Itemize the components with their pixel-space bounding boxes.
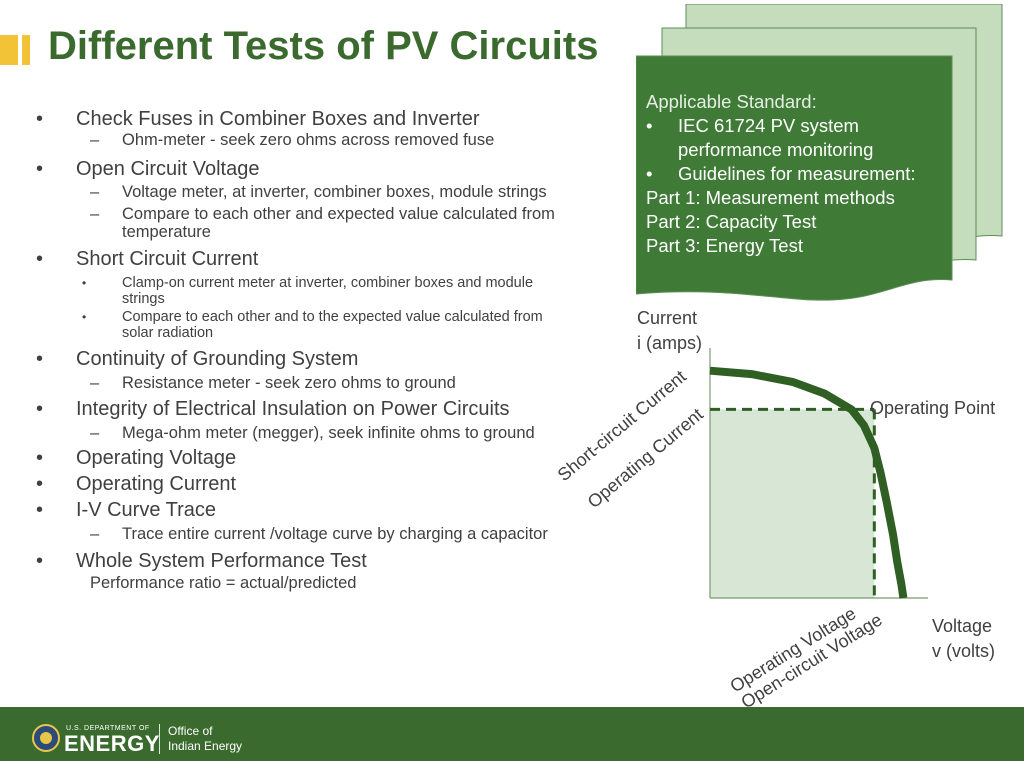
title-accent-bar-small: [22, 35, 30, 65]
sub-bullet-text: Resistance meter - seek zero ohms to gro…: [122, 374, 456, 392]
sub-bullet-item: –Compare to each other and expected valu…: [90, 205, 555, 241]
bullet-text: Short Circuit Current: [76, 248, 259, 270]
callout-item-text: Guidelines for measurement:: [678, 163, 916, 184]
x-axis-label-line2: v (volts): [932, 641, 995, 661]
bullet-item: •Short Circuit Current: [36, 248, 259, 270]
bullet-item: •I-V Curve Trace: [36, 499, 217, 521]
sub-bullet-item: •Clamp-on current meter at inverter, com…: [82, 275, 534, 307]
title-accent-bar: [0, 35, 18, 65]
sub-bullet-item: –Ohm-meter - seek zero ohms across remov…: [90, 131, 495, 149]
bullet-item: •Check Fuses in Combiner Boxes and Inver…: [36, 108, 480, 130]
bullet-item: •Continuity of Grounding System: [36, 348, 359, 370]
sub-bullet-item: –Resistance meter - seek zero ohms to gr…: [90, 374, 456, 392]
office-name-line2: Indian Energy: [168, 739, 243, 753]
footer-divider: [159, 724, 160, 754]
bullet-text: Operating Voltage: [76, 447, 237, 469]
sub-bullet-text: Compare to each other and to the expecte…: [122, 309, 543, 341]
callout-page-front: [636, 55, 953, 301]
bullet-item: •Open Circuit Voltage: [36, 158, 260, 180]
callout-part: Part 2: Capacity Test: [646, 211, 817, 232]
bullet-item: •Operating Voltage: [36, 447, 237, 469]
iv-curve-chart: Current i (amps) Voltage v (volts) Opera…: [554, 308, 995, 710]
bullet-note: Performance ratio = actual/predicted: [90, 574, 357, 592]
office-name-line1: Office of: [168, 724, 213, 738]
standards-callout-graphic: [636, 4, 1003, 301]
y-axis-label-line1: Current: [637, 308, 697, 328]
operating-current-label: Operating Current: [584, 404, 707, 512]
callout-part: Part 1: Measurement methods: [646, 187, 895, 208]
doe-seal-center-icon: [40, 732, 52, 744]
operating-power-area: [710, 409, 875, 598]
bullet-text: Continuity of Grounding System: [76, 348, 359, 370]
sub-bullet-item: –Mega-ohm meter (megger), seek infinite …: [90, 424, 535, 442]
bullet-text: Check Fuses in Combiner Boxes and Invert…: [76, 108, 480, 130]
sub-bullet-text: Ohm-meter - seek zero ohms across remove…: [122, 131, 495, 149]
callout-item: •IEC 61724 PV system performance monitor…: [646, 115, 874, 160]
slide-title: Different Tests of PV Circuits: [48, 24, 599, 68]
footer-bar: [0, 707, 1024, 761]
bullet-text: Whole System Performance Test: [76, 550, 367, 572]
x-axis-label-line1: Voltage: [932, 616, 992, 636]
bullet-item: •Whole System Performance Test: [36, 550, 367, 572]
callout-text: Applicable Standard: •IEC 61724 PV syste…: [646, 90, 946, 258]
callout-heading: Applicable Standard:: [646, 91, 817, 112]
bullet-text: I-V Curve Trace: [76, 499, 217, 521]
bullet-text: Integrity of Electrical Insulation on Po…: [76, 398, 510, 420]
sub-bullet-item: •Compare to each other and to the expect…: [82, 309, 543, 341]
sub-bullet-text: Clamp-on current meter at inverter, comb…: [122, 275, 534, 307]
callout-item: •Guidelines for measurement:: [646, 163, 916, 184]
sub-bullet-text: Voltage meter, at inverter, combiner box…: [122, 183, 547, 201]
callout-item-text: IEC 61724 PV system performance monitori…: [678, 115, 874, 160]
bullet-item: •Integrity of Electrical Insulation on P…: [36, 398, 510, 420]
sub-bullet-item: –Voltage meter, at inverter, combiner bo…: [90, 183, 547, 201]
bullet-list: •Check Fuses in Combiner Boxes and Inver…: [36, 107, 556, 593]
sub-bullet-text: Mega-ohm meter (megger), seek infinite o…: [122, 424, 535, 442]
y-axis-label-line2: i (amps): [637, 333, 702, 353]
sub-bullet-item: –Trace entire current /voltage curve by …: [90, 525, 548, 543]
bullet-item: •Operating Current: [36, 473, 237, 495]
agency-small-label: U.S. DEPARTMENT OF: [66, 725, 150, 732]
bullet-text: Operating Current: [76, 473, 237, 495]
agency-logo-text: ENERGY: [64, 731, 160, 756]
operating-point-label: Operating Point: [870, 398, 995, 418]
sub-bullet-text: Trace entire current /voltage curve by c…: [122, 525, 548, 543]
iv-curve-line: [709, 366, 908, 599]
sub-bullet-text: Compare to each other and expected value…: [122, 205, 555, 241]
bullet-text: Open Circuit Voltage: [76, 158, 260, 180]
callout-part: Part 3: Energy Test: [646, 235, 803, 256]
office-name: Office of Indian Energy: [168, 724, 242, 754]
